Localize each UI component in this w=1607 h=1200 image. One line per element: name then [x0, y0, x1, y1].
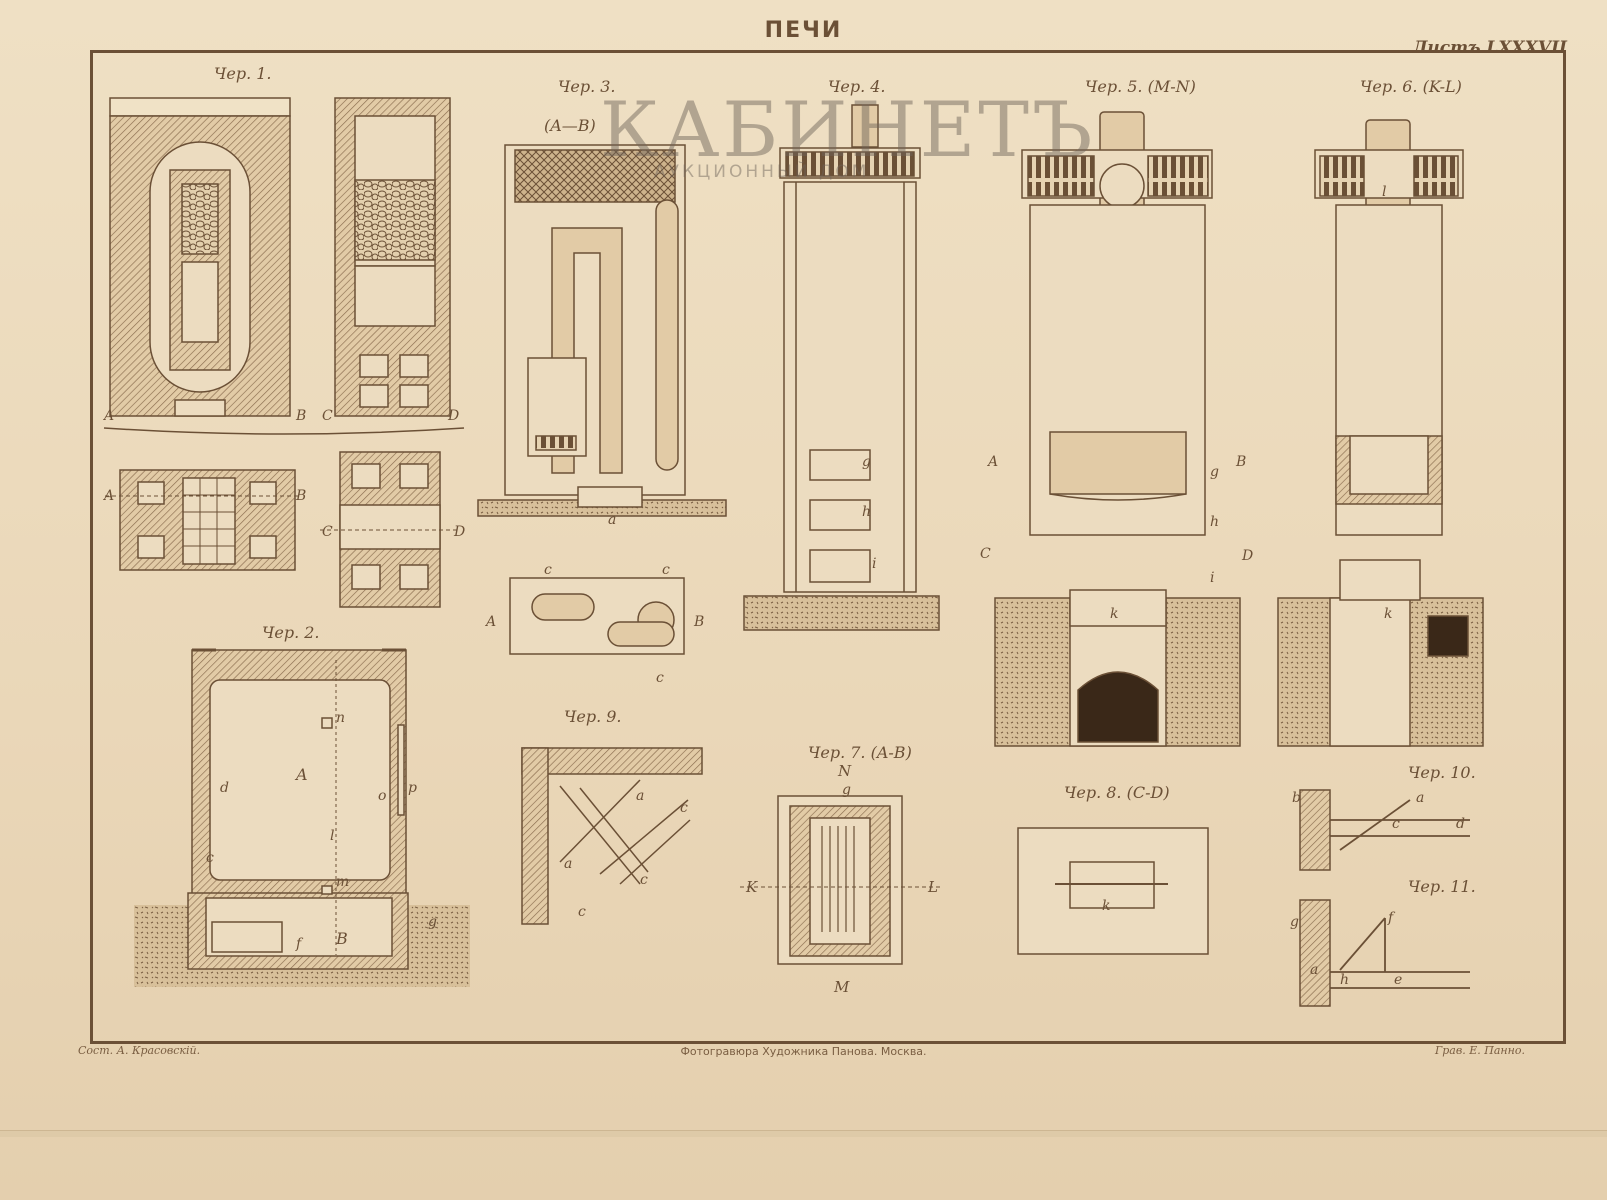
label-c: c [544, 562, 552, 578]
label-C: C [322, 408, 333, 424]
label-g: g [1210, 464, 1219, 480]
label-B: B [335, 929, 348, 948]
caption-fig7: Чер. 7. (A-B) [808, 743, 912, 762]
label-A: A [102, 488, 114, 504]
caption-fig8: Чер. 8. (C-D) [1064, 783, 1170, 802]
label-A: A [294, 765, 308, 784]
label-A: A [484, 614, 496, 630]
plate-title: ПЕЧИ [764, 18, 843, 43]
figure-11 [1299, 899, 1470, 1007]
label-d: d [1456, 816, 1465, 832]
label-B: B [295, 408, 306, 424]
label-h: h [1210, 514, 1219, 530]
plate-frame [90, 50, 1566, 1044]
label-h: h [862, 504, 871, 520]
label-f: f [1387, 910, 1396, 926]
label-B: B [295, 488, 306, 504]
label-B: B [1235, 454, 1246, 470]
label-a: a [564, 856, 572, 872]
label-a: a [1416, 790, 1424, 806]
label-g: g [842, 782, 851, 798]
label-N: N [837, 762, 852, 780]
figure-5 [994, 111, 1241, 747]
label-o: o [378, 788, 386, 804]
label-f: f [295, 936, 304, 952]
label-k: k [1384, 606, 1392, 622]
label-c: c [1392, 816, 1400, 832]
label-a: a [608, 512, 616, 528]
figure-2 [134, 648, 470, 987]
caption-fig3: Чер. 3. [558, 77, 616, 96]
figure-8 [1017, 827, 1209, 955]
label-D: D [447, 408, 459, 424]
credit-photogravure: Фотогравюра Художника Панова. Москва. [680, 1045, 927, 1058]
label-p: p [408, 780, 417, 796]
label-i: i [872, 556, 876, 572]
watermark-name: КАБИНЕТЪ [600, 85, 1096, 174]
label-g: g [862, 454, 871, 470]
label-B: B [693, 614, 704, 630]
label-c: c [680, 800, 688, 816]
figure-3 [477, 144, 727, 655]
figure-4 [743, 104, 940, 631]
page-fold [0, 1130, 1607, 1137]
label-e: e [1394, 972, 1402, 988]
label-M: M [833, 978, 850, 996]
watermark: КАБИНЕТЪ АУКЦИОННЫЙ ДОМ [600, 85, 1096, 183]
label-i: i [1210, 570, 1214, 586]
label-m: m [336, 874, 349, 890]
figure-9 [521, 747, 703, 925]
caption-fig4: Чер. 4. [828, 77, 886, 96]
figure-10 [1299, 789, 1470, 871]
caption-fig6: Чер. 6. (K-L) [1360, 77, 1462, 96]
label-D: D [453, 524, 465, 540]
label-A: A [102, 408, 114, 424]
label-l: l [330, 828, 334, 844]
label-b: b [1292, 790, 1301, 806]
label-c: c [206, 850, 214, 866]
credit-compiler: Сост. А. Красовскій. [78, 1044, 201, 1057]
label-C: C [980, 546, 991, 562]
label-g: g [428, 914, 437, 930]
caption-fig11: Чер. 11. [1408, 877, 1476, 896]
label-d: d [220, 780, 229, 796]
caption-fig3-section: (A—B) [544, 116, 596, 135]
caption-fig1: Чер. 1. [214, 64, 272, 83]
label-n: n [336, 710, 345, 726]
label-c: c [640, 872, 648, 888]
figure-1 [103, 97, 465, 608]
caption-fig9: Чер. 9. [564, 707, 622, 726]
label-k: k [1102, 898, 1110, 914]
figure-6 [1277, 119, 1484, 747]
label-A: A [986, 454, 998, 470]
label-K: K [745, 878, 758, 896]
label-h: h [1340, 972, 1349, 988]
label-k: k [1110, 606, 1118, 622]
label-a: a [636, 788, 644, 804]
watermark-subtitle: АУКЦИОННЫЙ ДОМ [654, 162, 870, 182]
label-a: a [1310, 962, 1318, 978]
label-D: D [1241, 548, 1253, 564]
caption-fig10: Чер. 10. [1408, 763, 1476, 782]
label-l: l [1382, 184, 1386, 200]
label-C: C [322, 524, 333, 540]
figure-7 [740, 795, 940, 965]
label-c: c [578, 904, 586, 920]
label-L: L [927, 878, 938, 896]
caption-fig5: Чер. 5. (M-N) [1085, 77, 1196, 96]
label-c: c [656, 670, 664, 686]
caption-fig2: Чер. 2. [262, 623, 320, 642]
label-g: g [1290, 914, 1299, 930]
label-c: c [662, 562, 670, 578]
credit-engraver: Грав. Е. Панно. [1434, 1044, 1525, 1057]
sheet-number: Листъ LXXXVII [1412, 38, 1567, 58]
